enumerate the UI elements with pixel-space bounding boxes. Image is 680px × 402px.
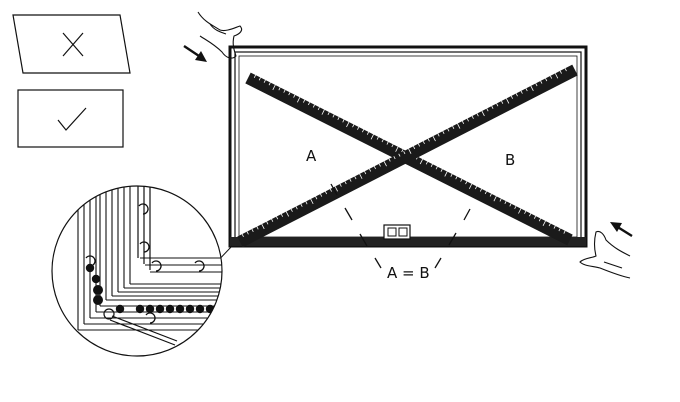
screw <box>115 304 125 314</box>
label-b: B <box>505 151 515 169</box>
square-frame-shape <box>17 89 124 148</box>
check-mark-icon <box>57 107 87 131</box>
cross-mark-icon <box>62 32 84 57</box>
tv-frame <box>228 45 588 248</box>
screw <box>135 304 145 314</box>
arrow-up-left-icon <box>610 222 633 238</box>
diagonal-indicator-lines <box>330 183 471 269</box>
wrong-example <box>12 14 131 74</box>
screw <box>195 304 205 314</box>
screw <box>93 285 103 295</box>
measuring-tape-b <box>237 64 578 248</box>
screw-row <box>85 263 215 314</box>
frame-bottom-bar <box>230 237 586 246</box>
screw <box>155 304 165 314</box>
screw <box>93 295 103 305</box>
equation-label: A = B <box>387 264 430 282</box>
right-example <box>17 89 124 148</box>
hand-push-icon <box>579 230 631 279</box>
arrow-down-right-icon <box>183 45 207 62</box>
label-a: A <box>306 147 317 165</box>
skewed-frame-shape <box>12 14 131 74</box>
screw <box>165 304 175 314</box>
screw <box>145 304 155 314</box>
screw <box>175 304 185 314</box>
hand-push-icon <box>197 11 243 59</box>
screw <box>185 304 195 314</box>
screw <box>91 274 101 284</box>
corner-detail-icon <box>51 185 223 357</box>
